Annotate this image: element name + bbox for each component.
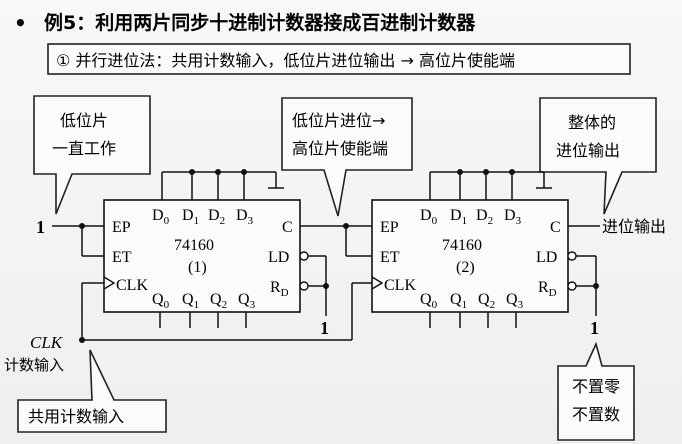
callout-low-chip-line2: 一直工作 [52,139,116,158]
chip1-ld-rd-one: 1 [320,318,329,338]
title-bullet: • [14,11,27,35]
junction-dot [215,169,221,175]
chip1-index: (1) [188,259,207,276]
clk-signal-label: CLK [30,333,64,352]
chip1-pin-c: C [282,219,293,236]
slide-title: 例5：利用两片同步十进制计数器接成百进制计数器 [44,11,476,34]
junction-dot [593,283,599,289]
callout-no-reset-line1: 不置零 [572,377,620,396]
method-box [47,43,631,75]
clk-signal-caption: 计数输入 [4,356,64,374]
chip1-pin-d3: D3 [236,207,254,227]
chip-74160-1: EP ET CLK C LD RD 74160 (1) D0 D1 D2 D3 … [103,199,309,313]
chip1-pin-q2: Q2 [210,291,227,311]
junction-dot [323,283,329,289]
callout-shared-clock-text: 共用计数输入 [28,407,124,426]
chip2-pin-ld: LD [536,249,557,266]
chip1-pin-q0: Q0 [152,291,170,311]
chip2-pin-q3: Q3 [506,291,524,311]
chip1-rd-bubble [299,281,309,291]
chip2-pin-d1: D1 [450,207,467,227]
chip2-pin-d2: D2 [476,207,493,227]
chip2-pin-d3: D3 [504,207,522,227]
junction-dot [509,169,515,175]
callout-carry-line2: 高位片使能端 [292,139,388,158]
chip2-ld-bubble [567,251,577,261]
chip1-ld-bubble [299,251,309,261]
chip1-pin-d1: D1 [182,207,199,227]
chip1-clk-triangle [103,276,116,290]
method-text: ① 并行进位法：共用计数输入，低位片进位输出 → 高位片使能端 [56,51,515,70]
carry-out-label: 进位输出 [602,217,666,236]
chip2-clk-triangle [371,276,384,290]
chip1-part: 74160 [174,237,214,254]
callout-whole-line1: 整体的 [568,113,616,132]
chip2-part: 74160 [442,237,482,254]
chip-74160-2: EP ET CLK C LD RD 74160 (2) D0 D1 D2 D3 … [371,199,577,313]
junction-dot [79,223,85,229]
chip2-pin-clk: CLK [384,277,416,294]
chip2-ld-rd-one: 1 [590,318,599,338]
callout-whole-line2: 进位输出 [556,141,620,160]
junction-dot [189,169,195,175]
chip2-pin-c: C [550,219,561,236]
chip2-index: (2) [456,259,475,276]
chip1-pin-ld: LD [268,249,289,266]
chip1-pin-q1: Q1 [182,291,199,311]
chip2-pin-q0: Q0 [420,291,438,311]
callout-low-chip-line1: 低位片 [60,111,108,130]
junction-dot [241,169,247,175]
junction-dot [457,169,463,175]
chip2-pin-ep: EP [380,219,399,236]
chip2-rd-bubble [567,281,577,291]
chip1-pin-et: ET [112,249,132,266]
callout-no-reset-line2: 不置数 [572,405,620,424]
chip2-pin-rd: RD [538,279,557,299]
chip2-pin-q1: Q1 [450,291,467,311]
junction-dot [79,337,85,343]
chip1-pin-ep: EP [112,219,131,236]
chip2-pin-d0: D0 [420,207,438,227]
callout-carry-line1: 低位片进位→ [292,111,385,130]
enable-one-label: 1 [36,217,45,237]
callout-shared-clock: 共用计数输入 [17,349,167,433]
chip1-pin-clk: CLK [116,277,148,294]
callout-low-chip: 低位片 一直工作 [33,95,151,215]
chip1-pin-rd: RD [270,279,289,299]
chip1-pin-d2: D2 [208,207,225,227]
chip2-pin-q2: Q2 [478,291,495,311]
chip1-pin-q3: Q3 [238,291,256,311]
junction-dots [79,169,599,343]
junction-dot [343,223,349,229]
chip1-pin-d0: D0 [152,207,170,227]
junction-dot [483,169,489,175]
callout-carry: 低位片进位→ 高位片使能端 [281,97,413,217]
chip2-pin-et: ET [380,249,400,266]
callout-no-reset: 不置零 不置数 [557,341,635,441]
callout-whole-carry: 整体的 进位输出 [539,97,657,215]
